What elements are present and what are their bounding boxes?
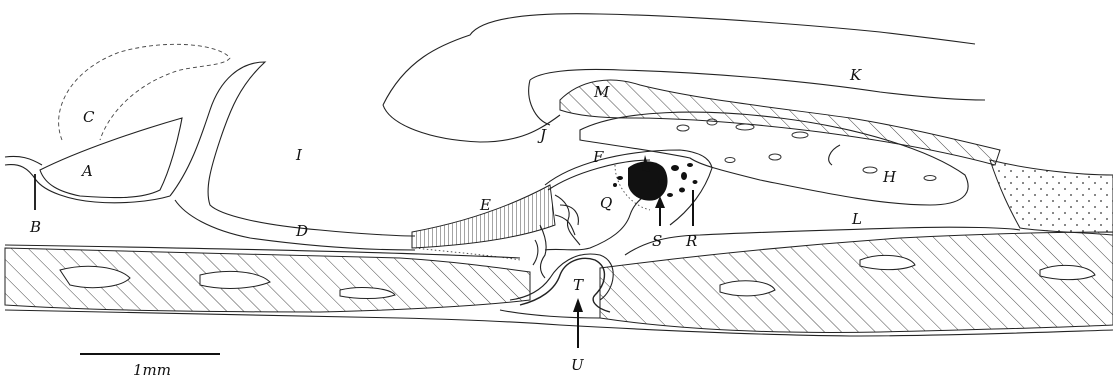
label-i: I bbox=[295, 146, 303, 164]
scale-bar: 1mm bbox=[80, 354, 220, 379]
label-q: Q bbox=[600, 194, 612, 212]
label-b: B bbox=[29, 218, 41, 236]
label-a: A bbox=[80, 162, 93, 180]
label-e: E bbox=[479, 196, 491, 214]
label-l: L bbox=[851, 210, 862, 228]
region-c-a-structure bbox=[5, 44, 230, 210]
label-r: R bbox=[685, 232, 697, 250]
label-u: U bbox=[571, 356, 585, 374]
region-k-outline bbox=[383, 14, 985, 142]
label-c: C bbox=[83, 108, 95, 126]
label-d: D bbox=[295, 222, 308, 240]
region-m-band bbox=[560, 80, 1000, 165]
label-t: T bbox=[573, 276, 584, 294]
label-f: F bbox=[592, 148, 604, 166]
label-s: S bbox=[652, 232, 662, 250]
region-i-outline bbox=[170, 62, 415, 250]
scale-bar-label: 1mm bbox=[133, 361, 171, 379]
dotted-region-right bbox=[990, 160, 1113, 235]
region-e-band bbox=[412, 185, 555, 248]
label-m: M bbox=[593, 83, 610, 101]
label-h: H bbox=[882, 168, 897, 186]
label-k: K bbox=[849, 66, 862, 84]
